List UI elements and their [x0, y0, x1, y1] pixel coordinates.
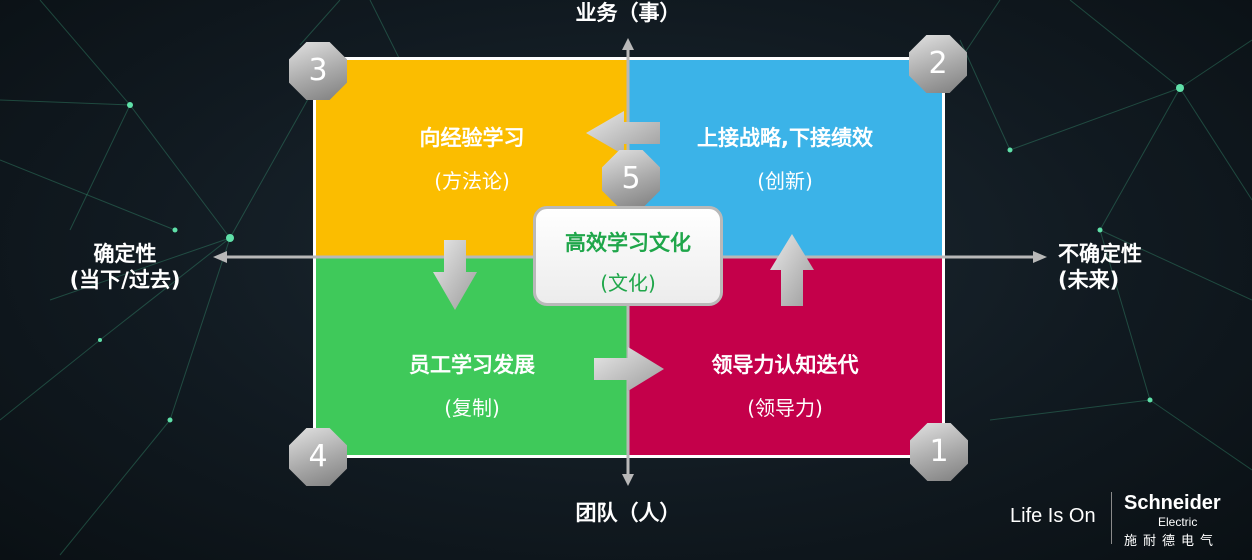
center-title: 高效学习文化: [565, 231, 691, 255]
axis-label-right-line2: (未来): [1058, 268, 1120, 292]
axis-label-right-line1: 不确定性: [1058, 242, 1142, 266]
flow-arrow-up: [770, 234, 814, 306]
axis-label-left: 确定性 (当下/过去): [40, 241, 210, 293]
badge-5: 5: [602, 150, 660, 208]
axis-label-left-line2: (当下/过去): [69, 268, 181, 292]
brand-name: Schneider: [1124, 492, 1221, 514]
quadrant-subtitle: (方法论): [434, 169, 510, 193]
flow-arrow-right: [594, 347, 664, 391]
flow-arrow-down: [433, 240, 477, 310]
badge-3: 3: [289, 42, 347, 100]
badge-2: 2: [909, 35, 967, 93]
center-subtitle: (文化): [600, 271, 656, 295]
axis-arrow-right: [1033, 251, 1047, 263]
badge-1: 1: [910, 423, 968, 481]
quadrant-subtitle: (领导力): [747, 396, 823, 420]
brand-cn: 施耐德电气: [1124, 534, 1220, 549]
quadrant-subtitle: (创新): [757, 169, 813, 193]
axis-label-bottom: 团队（人）: [575, 501, 681, 525]
badge-4: 4: [289, 428, 347, 486]
quadrant-subtitle: (复制): [444, 396, 500, 420]
axis-arrow-down: [622, 474, 634, 486]
flow-arrow-left: [586, 111, 660, 155]
brand-sub: Electric: [1158, 515, 1198, 529]
quadrant-title: 向经验学习: [419, 126, 525, 150]
brand-tagline: Life Is On: [1010, 505, 1096, 527]
axis-label-top: 业务（事）: [575, 1, 681, 25]
quadrant-title: 上接战略,下接绩效: [697, 126, 873, 150]
axis-arrow-left: [213, 251, 227, 263]
axis-label-left-line1: 确定性: [93, 242, 157, 266]
center-culture-box: 高效学习文化 (文化): [533, 206, 723, 306]
quadrant-title: 员工学习发展: [409, 353, 535, 377]
axis-arrow-up: [622, 38, 634, 50]
brand-divider: [1111, 492, 1112, 544]
axis-label-right: 不确定性 (未来): [1058, 241, 1228, 293]
quadrant-title: 领导力认知迭代: [711, 353, 859, 377]
